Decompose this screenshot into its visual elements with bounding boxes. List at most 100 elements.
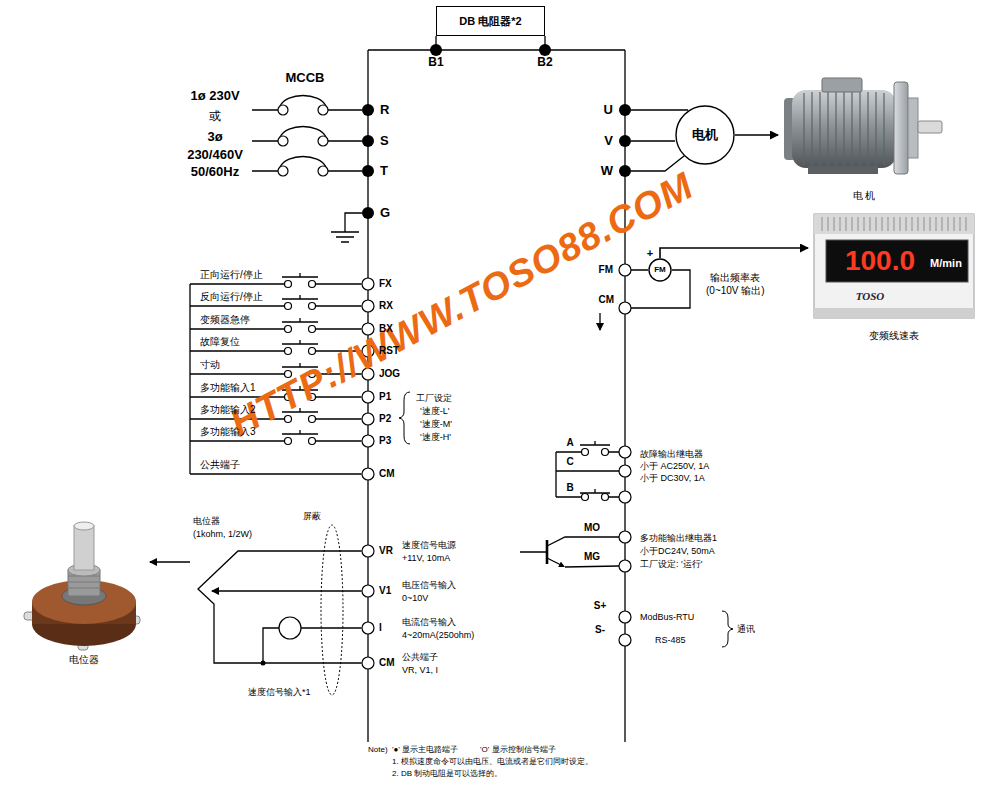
speed-meter-illustration: 100.0M/minTOSO变频线速表: [808, 208, 980, 348]
wiring-part: [676, 106, 734, 164]
annotation-text: '速度-M': [420, 419, 452, 429]
node-label: FM: [654, 265, 666, 274]
wiring-part: [362, 622, 374, 634]
terminal-name: B2: [537, 56, 552, 70]
wiring-part: [430, 44, 442, 56]
wiring-part: [362, 300, 374, 312]
wiring-part: [362, 391, 374, 403]
annotation-text: 小于 DC30V, 1A: [640, 473, 705, 483]
node-label: 电位器: [69, 654, 99, 666]
wiring-part: [918, 121, 942, 133]
annotation-text: 小于 AC250V, 1A: [640, 461, 709, 471]
node-label: 电机: [692, 128, 718, 143]
wiring-part: [261, 44, 632, 666]
node-label: DB 电阻器*2: [459, 15, 521, 28]
wiring-part: [362, 545, 374, 557]
wiring-part: [362, 413, 374, 425]
note-text: 'O' 显示控制信号端子: [480, 745, 556, 754]
annotation-text: '速度-H': [420, 432, 451, 442]
wiring-part: [649, 259, 671, 281]
motor-illustration: 电 机: [778, 68, 950, 208]
terminal-name: S: [380, 134, 389, 149]
wiring-part: [68, 576, 100, 588]
annotation-text: '速度-L': [420, 406, 449, 416]
potentiometer-illustration: 电位器: [22, 512, 144, 672]
wiring-part: [822, 217, 966, 231]
wiring-part: [580, 441, 610, 493]
terminal-name: RST: [379, 345, 399, 357]
annotation-text: 0~10V: [402, 593, 428, 603]
annotation-text: 多功能输入3: [200, 426, 256, 438]
wiring-part: [619, 264, 631, 276]
wiring-part: [309, 438, 316, 445]
terminal-name: V1: [379, 585, 391, 597]
wiring-part: [150, 36, 733, 742]
annotation-text: (1kohm, 1/2W): [193, 529, 252, 539]
annotation-text: 1ø 230V: [190, 89, 239, 104]
annotation-text: 正向运行/停止: [200, 269, 263, 281]
wiring-part: [619, 165, 631, 177]
wiring-part: [285, 281, 292, 288]
wiring-part: [804, 92, 884, 166]
wiring-part: [520, 537, 619, 567]
potentiometer-drawing: [22, 512, 144, 672]
terminal-name: P3: [379, 435, 391, 447]
wiring-part: [362, 657, 374, 669]
wiring-part: [792, 90, 896, 168]
annotation-text: 反向运行/停止: [200, 291, 263, 303]
terminal-name: FM: [599, 264, 613, 276]
node-label: 变频线速表: [869, 330, 919, 342]
annotation-text: 电位器: [193, 516, 220, 526]
terminal-name: G: [380, 206, 390, 221]
wiring-part: [539, 44, 551, 56]
terminal-name: CM: [598, 294, 614, 306]
wiring-part: [556, 452, 619, 497]
annotation-text: 多功能输入1: [200, 382, 256, 394]
wiring-part: [279, 617, 301, 639]
wiring-part: [808, 166, 878, 174]
wiring-part: [436, 36, 545, 50]
wiring-part: [318, 105, 328, 115]
wiring-part: [68, 576, 100, 588]
wiring-part: [619, 302, 631, 314]
motor-drawing: [778, 68, 950, 208]
terminal-name: P2: [379, 413, 391, 425]
wiring-part: [285, 438, 292, 445]
wiring-part: [309, 326, 316, 333]
wiring-part: [309, 416, 316, 423]
terminal-name: U: [604, 103, 613, 118]
annotation-text: 工厂设定: [416, 393, 452, 403]
wiring-part: [318, 166, 328, 176]
annotation-text: 工厂设定: '运行': [640, 559, 702, 569]
annotation-text: 电流信号输入: [402, 617, 456, 627]
wiring-part: [74, 522, 94, 530]
annotation-text: 小于DC24V, 50mA: [640, 546, 715, 556]
annotation-text: 速度信号电源: [402, 540, 456, 550]
annotation-text: 变频器急停: [200, 314, 250, 326]
wiring-part: [362, 104, 374, 116]
annotation-text: 多功能输入2: [200, 404, 256, 416]
terminal-name: C: [566, 456, 573, 468]
meter-reading: 100.0: [845, 245, 915, 277]
annotation-text: VR, V1, I: [402, 665, 438, 675]
braking-resistor-box: DB 电阻器*2: [436, 6, 545, 36]
terminal-name: CM: [379, 657, 395, 669]
wiring-part: [619, 560, 631, 572]
annotation-text: 速度信号输入*1: [248, 687, 311, 697]
terminal-name: B1: [428, 56, 443, 70]
wiring-part: [814, 214, 974, 318]
wiring-part: [619, 634, 631, 646]
node-label: TOSO: [856, 290, 885, 303]
frequency-meter-circle: FM: [648, 258, 672, 282]
wiring-part: [826, 240, 968, 282]
annotation-text: 通讯: [737, 624, 755, 634]
terminal-name: BX: [379, 323, 393, 335]
wiring-part: [619, 446, 631, 458]
wiring-part: [602, 449, 609, 456]
annotation-text: 故障复位: [200, 336, 240, 348]
annotation-text: +11V, 10mA: [402, 553, 450, 563]
annotation-text: 多功能输出继电器1: [640, 533, 717, 543]
annotation-text: 或: [209, 110, 221, 124]
wiring-part: [362, 435, 374, 447]
terminal-name: VR: [379, 545, 393, 557]
